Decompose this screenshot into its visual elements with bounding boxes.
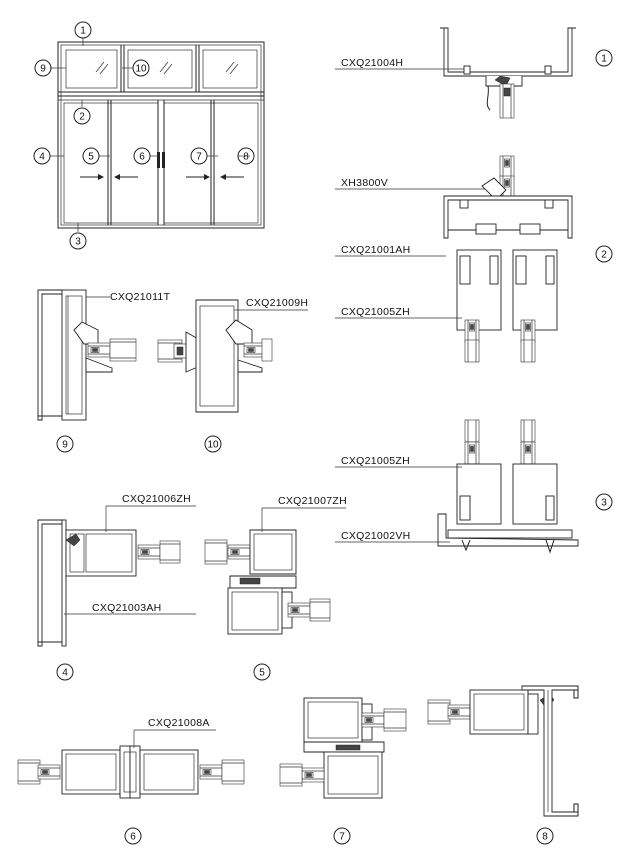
label-cxq21004h: CXQ21004H [341, 57, 403, 69]
label-cxq21001ah: CXQ21001AH [341, 244, 411, 256]
callout-3: 3 [69, 232, 87, 250]
svg-text:6: 6 [130, 832, 136, 843]
svg-text:9: 9 [62, 440, 68, 451]
label-cxq21002vh: CXQ21002VH [341, 530, 411, 542]
svg-text:2: 2 [601, 250, 607, 261]
svg-text:10: 10 [207, 440, 219, 451]
svg-text:4: 4 [39, 152, 45, 163]
section-10-drawing [157, 299, 308, 413]
svg-text:3: 3 [601, 498, 607, 509]
section-2-drawing [335, 155, 573, 363]
callout-section-2: 2 [595, 245, 613, 263]
svg-text:3: 3 [75, 237, 81, 248]
label-xh3800v: XH3800V [341, 177, 388, 189]
section-5-drawing [204, 507, 346, 635]
svg-text:10: 10 [135, 64, 147, 75]
callout-section-5: 5 [253, 663, 271, 681]
callout-section-6: 6 [124, 827, 142, 845]
svg-text:5: 5 [88, 152, 94, 163]
callout-section-3: 3 [595, 493, 613, 511]
label-cxq21008a: CXQ21008A [148, 717, 210, 729]
svg-text:4: 4 [62, 668, 68, 679]
callout-1: 1 [74, 21, 92, 39]
callout-section-7: 7 [333, 827, 351, 845]
label-cxq21007zh: CXQ21007ZH [278, 495, 347, 507]
callout-section-1: 1 [595, 49, 613, 67]
label-cxq21005zh-lower: CXQ21005ZH [341, 455, 410, 467]
callout-2: 2 [73, 107, 91, 125]
label-cxq21006zh: CXQ21006ZH [122, 493, 191, 505]
callout-section-10: 10 [204, 435, 222, 453]
callout-10: 10 [132, 59, 150, 77]
svg-text:1: 1 [80, 26, 86, 37]
svg-text:9: 9 [40, 64, 46, 75]
label-cxq21005zh-upper: CXQ21005ZH [341, 306, 410, 318]
section-4-drawing [37, 505, 196, 647]
callout-section-9: 9 [56, 435, 74, 453]
callout-9: 9 [34, 59, 52, 77]
section-1-drawing [335, 27, 576, 119]
callout-7: 7 [190, 147, 208, 165]
callout-section-4: 4 [56, 663, 74, 681]
section-9-drawing [37, 289, 137, 421]
label-cxq21011t: CXQ21011T [110, 291, 171, 303]
svg-text:6: 6 [139, 152, 145, 163]
section-3-drawing [335, 419, 579, 554]
svg-text:7: 7 [196, 152, 202, 163]
svg-text:1: 1 [601, 54, 607, 65]
callout-8: 8 [237, 147, 255, 165]
callout-6: 6 [133, 147, 151, 165]
callout-5: 5 [82, 147, 100, 165]
callout-section-8: 8 [536, 827, 554, 845]
svg-text:5: 5 [259, 668, 265, 679]
svg-text:8: 8 [243, 152, 249, 163]
svg-text:2: 2 [79, 112, 85, 123]
label-cxq21009h: CXQ21009H [246, 297, 308, 309]
label-cxq21003ah: CXQ21003AH [92, 602, 162, 614]
section-8-drawing [427, 685, 579, 817]
svg-text:8: 8 [542, 832, 548, 843]
svg-text:7: 7 [339, 832, 345, 843]
elevation-drawing [50, 38, 265, 232]
callout-4: 4 [33, 147, 51, 165]
section-6-drawing [17, 729, 245, 799]
section-7-drawing [279, 697, 407, 799]
